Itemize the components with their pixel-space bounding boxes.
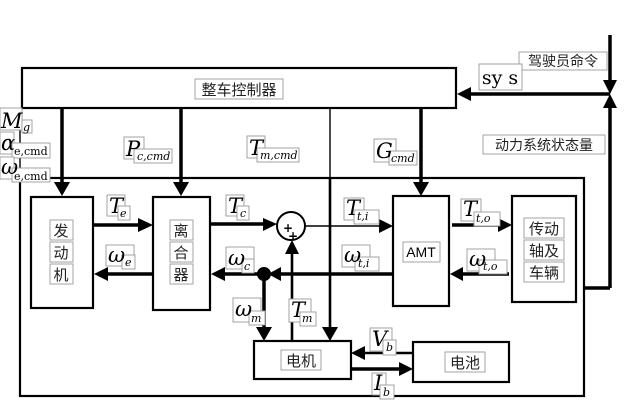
battery-label: 电池 xyxy=(450,354,480,372)
signal-T-t-o: Tt,o xyxy=(460,197,501,227)
signal-T-t-i: Tt,i xyxy=(343,196,380,225)
svg-text:T: T xyxy=(228,194,244,218)
sys-label: sy s xyxy=(482,67,518,89)
amt-label: AMT xyxy=(406,244,436,260)
svg-text:t,o: t,o xyxy=(476,212,491,225)
clutch-label-3: 器 xyxy=(173,266,188,284)
signal-T-e: Te xyxy=(106,194,131,221)
signal-omega-e-cmd: ωe,cmd xyxy=(0,155,51,183)
driveline-label-3: 车辆 xyxy=(529,264,559,282)
svg-text:m: m xyxy=(251,312,261,325)
engine-cmd-arrow xyxy=(54,182,70,196)
signal-omega-m: ωm xyxy=(232,297,266,326)
svg-text:t,i: t,i xyxy=(358,257,369,270)
svg-text:T: T xyxy=(291,298,307,322)
svg-text:e: e xyxy=(120,207,127,220)
svg-text:c: c xyxy=(240,207,246,220)
signal-V-b: Vb xyxy=(369,327,397,356)
svg-text:M: M xyxy=(0,109,23,133)
svg-text:cmd: cmd xyxy=(391,152,415,165)
svg-text:m: m xyxy=(302,312,312,325)
signal-P-c-cmd: Pc,cmd xyxy=(123,136,173,164)
clutch-label-2: 合 xyxy=(173,244,188,262)
clutch-cmd-arrow xyxy=(173,182,189,196)
signal-omega-t-o: ωt,o xyxy=(466,247,508,275)
svg-text:t,o: t,o xyxy=(483,260,498,273)
signal-T-m: Tm xyxy=(288,298,317,327)
svg-text:e,cmd: e,cmd xyxy=(14,145,48,158)
svg-text:ω: ω xyxy=(228,246,245,270)
svg-text:ω: ω xyxy=(469,247,486,271)
engine-label-1: 发 xyxy=(53,222,68,240)
svg-text:c,cmd: c,cmd xyxy=(137,150,170,163)
motor-cmd-arrow xyxy=(322,327,338,341)
engine-label-2: 动 xyxy=(53,244,68,262)
signal-omega-t-i: ωt,i xyxy=(341,243,380,272)
svg-text:T: T xyxy=(346,196,362,220)
svg-text:m,cmd: m,cmd xyxy=(260,149,298,162)
svg-text:b: b xyxy=(386,341,393,354)
svg-text:V: V xyxy=(372,327,389,351)
signal-alpha-e-cmd: αe,cmd xyxy=(0,131,51,159)
powertrain-state-label: 动力系统状态量 xyxy=(495,138,593,154)
svg-text:T: T xyxy=(109,194,125,218)
motor-label: 电机 xyxy=(286,352,316,370)
svg-text:ω: ω xyxy=(235,297,252,321)
driveline-label-1: 传动 xyxy=(529,220,559,238)
engine-label-3: 机 xyxy=(53,266,68,284)
svg-text:α: α xyxy=(1,131,15,155)
signal-T-m-cmd: Tm,cmd xyxy=(246,135,300,163)
svg-text:T: T xyxy=(249,136,265,160)
svg-text:T: T xyxy=(463,197,479,221)
svg-text:b: b xyxy=(383,386,390,399)
svg-text:G: G xyxy=(376,139,393,163)
svg-text:g: g xyxy=(23,121,30,134)
svg-text:ω: ω xyxy=(344,243,361,267)
clutch-label-1: 离 xyxy=(173,222,188,240)
signal-T-c: Tc xyxy=(225,194,250,221)
svg-text:ω: ω xyxy=(108,243,125,267)
svg-text:ω: ω xyxy=(1,155,18,179)
gear-cmd-arrow xyxy=(413,182,429,196)
driver-command-label: 驾驶员命令 xyxy=(528,53,598,70)
svg-text:P: P xyxy=(125,137,141,161)
svg-text:t,i: t,i xyxy=(357,210,368,223)
svg-text:c: c xyxy=(244,260,250,273)
svg-text:I: I xyxy=(373,371,383,395)
driveline-label-2: 轴及 xyxy=(529,242,559,260)
signal-omega-c: ωc xyxy=(225,246,255,274)
vehicle-controller-label: 整车控制器 xyxy=(201,81,276,99)
svg-text:e,cmd: e,cmd xyxy=(14,170,48,183)
sum-sign-left: + xyxy=(283,221,293,235)
svg-text:e: e xyxy=(125,256,132,269)
sum-sign-bottom: + xyxy=(288,229,298,243)
